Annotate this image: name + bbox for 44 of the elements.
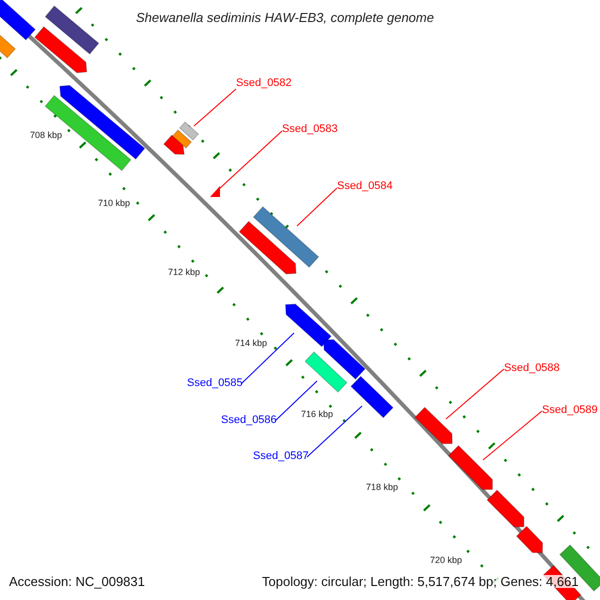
genome-summary-text: Topology: circular; Length: 5,517,674 bp; Genes: 4,661 xyxy=(262,575,579,588)
gene-segment xyxy=(238,220,296,274)
gene-segment xyxy=(486,490,524,528)
leader-line xyxy=(306,406,362,458)
gene-label: Ssed_0586 xyxy=(221,415,277,426)
leader-line xyxy=(218,130,282,190)
tick-label: 718 kbp xyxy=(366,483,398,492)
gene-segment xyxy=(0,0,36,40)
tick-label: 720 kbp xyxy=(430,556,462,565)
gene-segment xyxy=(44,94,132,172)
tick-label: 716 kbp xyxy=(301,410,334,419)
gene-label: Ssed_0584 xyxy=(337,181,393,192)
gene-label: Ssed_0582 xyxy=(236,78,292,89)
gene-segment xyxy=(304,351,348,393)
gene-segment xyxy=(179,121,199,141)
gene-label: Ssed_0588 xyxy=(504,363,560,374)
gene-segment xyxy=(252,206,320,268)
leader-line xyxy=(194,88,236,126)
gene-label: Ssed_0583 xyxy=(282,124,338,135)
tick-label: 710 kbp xyxy=(98,199,130,208)
gene-label: Ssed_0589 xyxy=(542,405,598,416)
gene-segment xyxy=(516,526,543,554)
leader-line xyxy=(274,380,318,422)
tick-label: 714 kbp xyxy=(235,339,268,348)
leader-line xyxy=(446,368,504,420)
gene-segment xyxy=(34,26,88,74)
gene-segment xyxy=(414,406,453,444)
gene-segment xyxy=(285,304,332,348)
gene-segment xyxy=(350,376,394,418)
map-title: Shewanella sediminis HAW-EB3, complete genome xyxy=(135,11,435,24)
gene-label: Ssed_0585 xyxy=(187,378,243,389)
accession-text: Accession: NC_009831 xyxy=(9,575,145,588)
tick-label: 712 kbp xyxy=(168,268,200,277)
gene-segment xyxy=(44,5,100,55)
gene-segment xyxy=(163,134,185,155)
leader-line xyxy=(240,332,294,384)
gene-segment xyxy=(323,339,366,380)
gene-segment xyxy=(448,445,493,490)
gene-label: Ssed_0587 xyxy=(253,451,309,462)
gene-segment xyxy=(172,129,192,149)
gene-segment xyxy=(210,186,220,197)
leader-line xyxy=(482,410,542,460)
tick-label: 708 kbp xyxy=(30,131,62,140)
leader-line xyxy=(296,188,338,226)
